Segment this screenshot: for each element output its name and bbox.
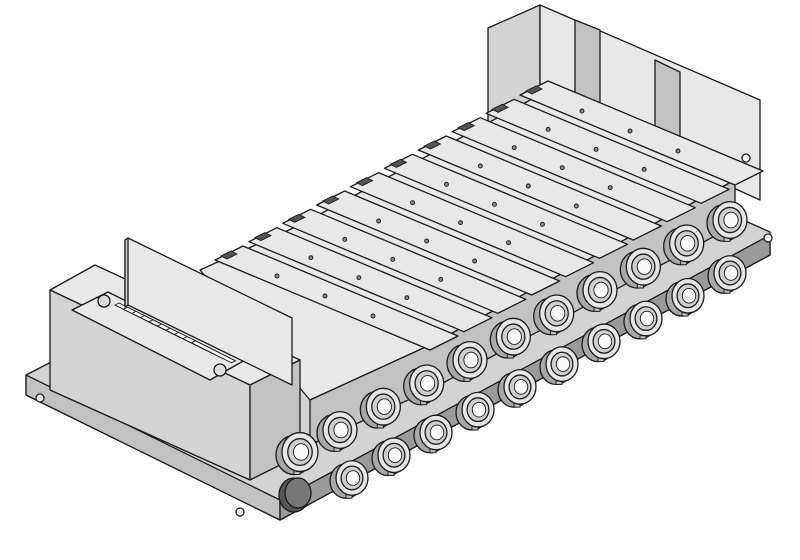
- upper-fitting: [576, 270, 618, 313]
- valve-station: [214, 245, 459, 351]
- valve-indicator-window: [321, 195, 340, 205]
- valve-screw: [458, 220, 464, 226]
- valve-screw: [424, 238, 430, 244]
- valve-station: [349, 172, 595, 278]
- lower-fitting: [707, 255, 747, 294]
- valve-screw: [376, 218, 382, 224]
- supply-fitting: [275, 431, 319, 476]
- valve-indicator-window: [457, 122, 476, 132]
- valve-screw: [593, 146, 599, 152]
- valve-indicator-window: [355, 177, 374, 187]
- valve-screw: [573, 203, 579, 209]
- cover-screw-left: [97, 294, 111, 308]
- valve-indicator-window: [219, 250, 239, 260]
- valve-station: [383, 153, 629, 259]
- valve-screw: [472, 258, 478, 264]
- tube-fittings: [275, 200, 748, 513]
- valve-station: [248, 227, 493, 333]
- valve-screw: [511, 145, 517, 151]
- valve-screw: [545, 126, 551, 132]
- valve-top: [485, 98, 730, 204]
- valve-screw: [559, 165, 565, 171]
- upper-fitting: [359, 387, 401, 429]
- valve-indicator-window: [524, 85, 544, 95]
- left-base-hole: [35, 393, 45, 403]
- valve-screw: [491, 201, 497, 207]
- valve-screw: [390, 256, 396, 262]
- valve-station: [451, 117, 696, 223]
- valve-screw: [370, 313, 376, 319]
- valve-screw: [607, 185, 613, 191]
- front-base-hole: [235, 507, 245, 517]
- valve-screw: [410, 200, 416, 206]
- valve-screw: [308, 255, 314, 261]
- exhaust-plug: [278, 477, 312, 513]
- valve-screw: [404, 295, 410, 301]
- valve-screw: [506, 240, 512, 246]
- valve-station: [519, 80, 764, 186]
- valve-station: [316, 190, 561, 296]
- valve-top: [417, 135, 662, 241]
- upper-fitting: [706, 200, 748, 243]
- valve-indicator-window: [423, 140, 442, 150]
- valve-screw: [477, 163, 483, 169]
- valve-screw: [274, 273, 280, 279]
- valve-screw: [525, 183, 531, 189]
- valve-screw: [342, 236, 348, 242]
- valve-top: [282, 208, 527, 314]
- right-mount-hole: [741, 153, 751, 163]
- valve-screw: [675, 148, 681, 154]
- valve-top: [519, 80, 764, 186]
- valve-screw: [641, 166, 647, 172]
- valve-station: [485, 98, 730, 204]
- valve-screw: [539, 221, 545, 227]
- cover-screw-right: [213, 363, 227, 377]
- valve-top: [248, 227, 493, 333]
- valve-indicator-window: [253, 232, 272, 242]
- lower-fitting: [623, 300, 663, 340]
- left-end-plate-edge: [124, 237, 129, 308]
- lower-fitting: [455, 391, 495, 431]
- valve-station: [417, 135, 662, 241]
- valve-stations: [214, 80, 764, 351]
- valve-screw: [443, 181, 449, 187]
- lower-fitting: [665, 277, 705, 317]
- valve-indicator-window: [287, 213, 306, 223]
- valve-screw: [438, 276, 444, 282]
- lower-fitting: [581, 323, 621, 363]
- upper-fitting: [619, 247, 661, 289]
- valve-screw: [356, 275, 362, 281]
- valve-top: [316, 190, 561, 296]
- upper-fitting: [663, 224, 705, 266]
- valve-screw: [579, 108, 585, 114]
- connector-slot: [190, 340, 237, 364]
- connector-slots: [113, 302, 237, 364]
- valve-top: [214, 245, 459, 351]
- right-base-hole: [763, 233, 773, 243]
- valve-screw: [322, 293, 328, 299]
- upper-fitting: [533, 294, 575, 336]
- upper-fitting: [316, 410, 358, 453]
- lower-fitting: [371, 437, 411, 477]
- valve-top: [349, 172, 595, 278]
- valve-station: [282, 208, 527, 314]
- valve-indicator-window: [389, 158, 408, 168]
- lower-fitting: [329, 460, 369, 499]
- lower-fitting: [497, 368, 537, 408]
- lower-fitting: [413, 414, 453, 454]
- upper-fitting: [489, 317, 531, 359]
- upper-fitting: [446, 340, 488, 383]
- valve-top: [451, 117, 696, 223]
- valve-top: [383, 153, 629, 259]
- lower-fitting: [539, 346, 579, 386]
- valve-screw: [627, 128, 633, 134]
- upper-fitting: [403, 364, 445, 406]
- valve-indicator-window: [491, 103, 510, 113]
